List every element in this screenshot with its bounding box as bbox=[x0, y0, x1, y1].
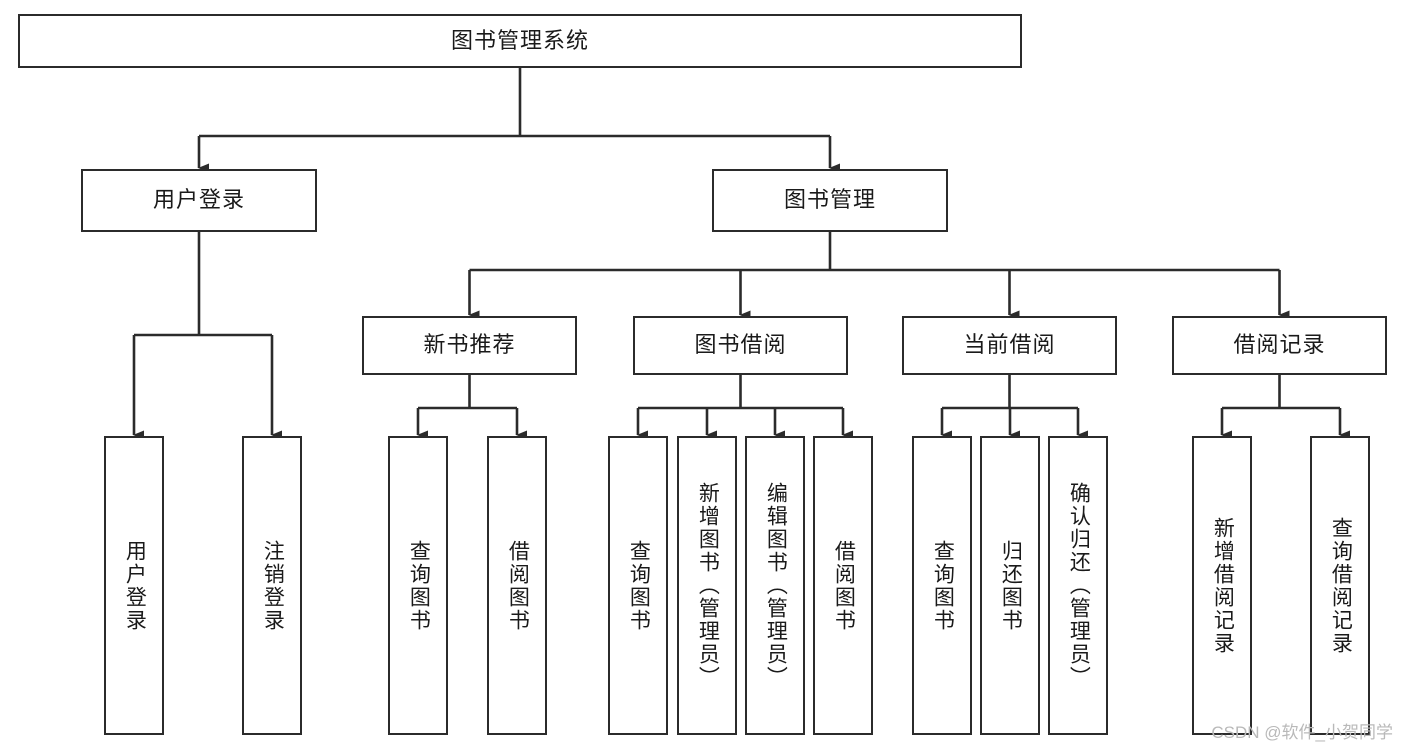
node-label: 图书借阅 bbox=[694, 332, 787, 358]
node-label: 图书管理 bbox=[783, 187, 876, 213]
node-root: 图书管理系统 bbox=[18, 14, 1022, 68]
node-label: 借阅记录 bbox=[1233, 332, 1326, 358]
node-label: 用户登录 bbox=[123, 539, 147, 632]
node-leaf-borrow-book-1: 借阅图书 bbox=[487, 436, 547, 735]
node-leaf-add-book: 新增图书（管理员） bbox=[677, 436, 737, 735]
csdn-watermark: CSDN @软件_小贺同学 bbox=[1211, 723, 1393, 742]
node-leaf-return-book: 归还图书 bbox=[980, 436, 1040, 735]
node-leaf-query-book-1: 查询图书 bbox=[388, 436, 448, 735]
node-label: 编辑图书（管理员） bbox=[764, 482, 788, 689]
node-leaf-edit-book: 编辑图书（管理员） bbox=[745, 436, 805, 735]
node-leaf-confirm-return: 确认归还（管理员） bbox=[1048, 436, 1108, 735]
node-label: 新书推荐 bbox=[423, 332, 516, 358]
node-label: 图书管理系统 bbox=[450, 27, 589, 53]
node-current-borrow: 当前借阅 bbox=[902, 316, 1117, 375]
node-label: 当前借阅 bbox=[963, 332, 1056, 358]
node-book-manage: 图书管理 bbox=[712, 169, 948, 232]
node-leaf-logout: 注销登录 bbox=[242, 436, 302, 735]
node-label: 查询图书 bbox=[931, 539, 955, 632]
node-borrow-record: 借阅记录 bbox=[1172, 316, 1387, 375]
node-label: 新增图书（管理员） bbox=[696, 482, 720, 689]
node-label: 查询图书 bbox=[627, 539, 651, 632]
node-label: 查询借阅记录 bbox=[1329, 516, 1353, 655]
node-label: 归还图书 bbox=[999, 539, 1023, 632]
node-label: 注销登录 bbox=[261, 539, 285, 632]
node-label: 用户登录 bbox=[152, 187, 245, 213]
node-leaf-query-record: 查询借阅记录 bbox=[1310, 436, 1370, 735]
node-label: 借阅图书 bbox=[832, 539, 856, 632]
node-new-book-rec: 新书推荐 bbox=[362, 316, 577, 375]
node-leaf-add-record: 新增借阅记录 bbox=[1192, 436, 1252, 735]
node-label: 新增借阅记录 bbox=[1211, 516, 1235, 655]
node-label: 确认归还（管理员） bbox=[1067, 482, 1091, 689]
node-leaf-user-login: 用户登录 bbox=[104, 436, 164, 735]
node-leaf-query-book-3: 查询图书 bbox=[912, 436, 972, 735]
node-user-login: 用户登录 bbox=[81, 169, 317, 232]
node-label: 查询图书 bbox=[407, 539, 431, 632]
node-leaf-borrow-book-2: 借阅图书 bbox=[813, 436, 873, 735]
node-leaf-query-book-2: 查询图书 bbox=[608, 436, 668, 735]
node-book-borrow: 图书借阅 bbox=[633, 316, 848, 375]
node-label: 借阅图书 bbox=[506, 539, 530, 632]
